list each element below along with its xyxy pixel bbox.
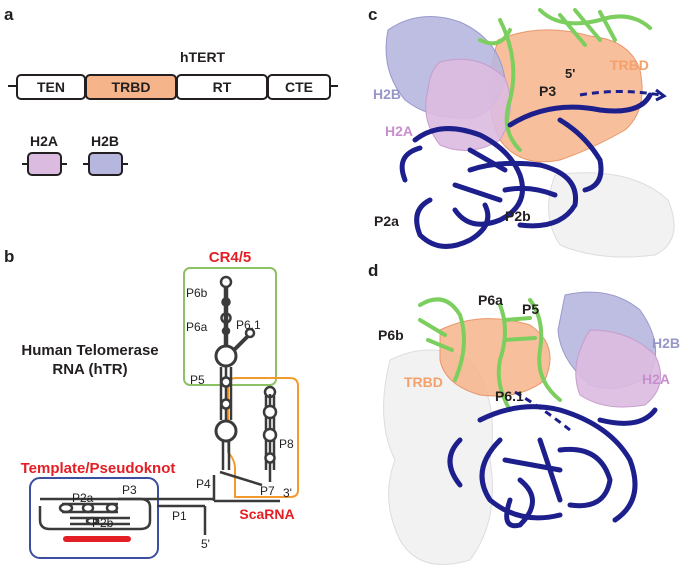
h2a-box xyxy=(22,152,67,176)
label-c-h2b: H2B xyxy=(373,86,401,102)
panel-label-a: a xyxy=(4,5,14,24)
scarna-label: ScaRNA xyxy=(239,506,294,522)
htr-title-line1: Human Telomerase xyxy=(21,342,158,359)
label-d-p6b: P6b xyxy=(378,327,404,343)
htert-title: hTERT xyxy=(180,49,226,65)
stem-label-p4: P4 xyxy=(196,477,211,491)
label-c-five-prime: 5' xyxy=(565,66,575,81)
htr-secondary-structure xyxy=(38,275,280,535)
stem-label-p1: P1 xyxy=(172,509,187,523)
h2a-title: H2A xyxy=(30,133,58,149)
structure-c xyxy=(385,8,675,258)
stem-label-p2b: P2b xyxy=(92,516,114,530)
panel-label-c: c xyxy=(368,5,377,24)
template-pseudoknot-label: Template/Pseudoknot xyxy=(21,460,176,477)
label-c-trbd: TRBD xyxy=(610,57,649,73)
htr-title-line2: RNA (hTR) xyxy=(52,361,127,378)
stem-label-p7: P7 xyxy=(260,484,275,498)
label-c-h2a: H2A xyxy=(385,123,413,139)
template-pseudoknot-box xyxy=(29,477,159,559)
label-d-p6-1: P6.1 xyxy=(495,388,524,404)
stem-label-p6a: P6a xyxy=(186,320,208,334)
cte-domain xyxy=(267,74,331,100)
label-d-h2b: H2B xyxy=(652,335,680,351)
stem-label-p8: P8 xyxy=(279,437,294,451)
rt-label: RT xyxy=(213,79,232,95)
label-c-p2b: P2b xyxy=(505,208,531,224)
stem-label-p5: P5 xyxy=(190,373,205,387)
structure-d xyxy=(383,291,662,565)
label-c-p3: P3 xyxy=(539,83,556,99)
label-d-h2a: H2A xyxy=(642,371,670,387)
scarna-domain-box xyxy=(227,377,299,498)
stem-label-p3: P3 xyxy=(122,483,137,497)
panel-label-d: d xyxy=(368,261,378,280)
h2b-box xyxy=(83,152,128,176)
panel-label-b: b xyxy=(4,247,14,266)
trbd-label: TRBD xyxy=(112,79,151,95)
stem-label-p6-1: P6.1 xyxy=(236,318,261,332)
label-d-p5: P5 xyxy=(522,301,539,317)
h2b-title: H2B xyxy=(91,133,119,149)
three-prime-end-b: 3' xyxy=(283,486,292,500)
five-prime-end-b: 5' xyxy=(201,537,210,551)
htert-domain-bar: TEN TRBD RT CTE xyxy=(8,74,338,100)
ten-label: TEN xyxy=(37,79,65,95)
label-d-p6a: P6a xyxy=(478,292,503,308)
stem-label-p6b: P6b xyxy=(186,286,208,300)
cr45-label: CR4/5 xyxy=(209,249,252,266)
stem-label-p2a: P2a xyxy=(72,491,94,505)
cte-label: CTE xyxy=(285,79,313,95)
label-d-trbd: TRBD xyxy=(404,374,443,390)
label-c-p2a: P2a xyxy=(374,213,399,229)
